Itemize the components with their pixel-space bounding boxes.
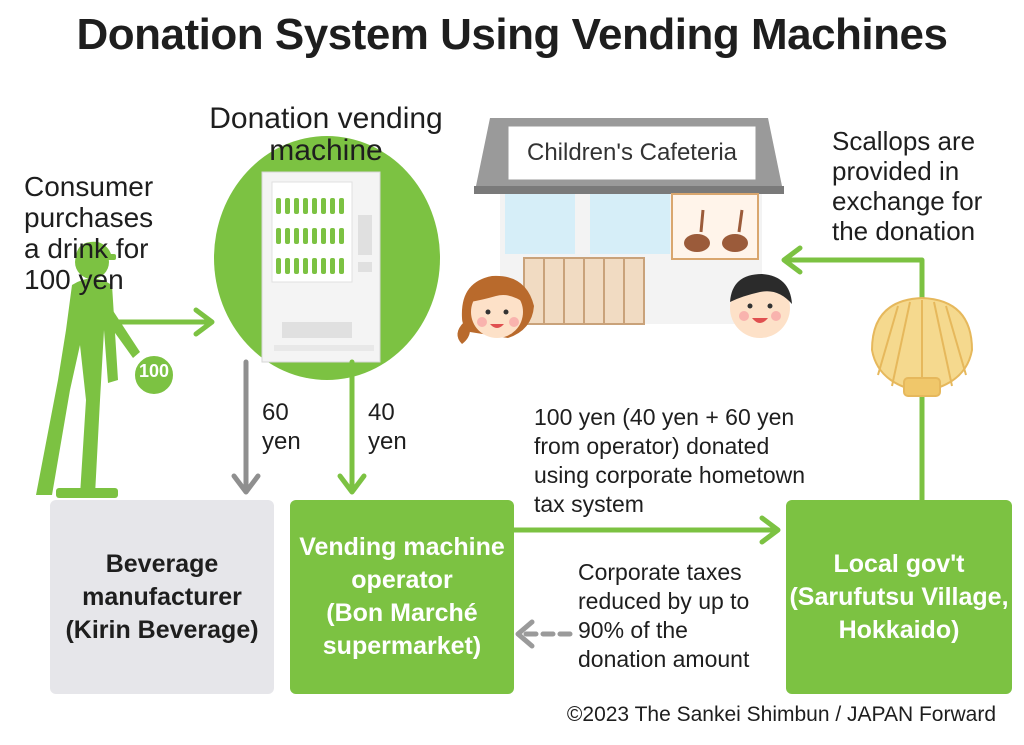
purchase-arrow xyxy=(109,307,215,337)
tax-reduction-arrow xyxy=(515,619,573,649)
forty-yen-label: 40 yen xyxy=(368,399,407,455)
coin-icon xyxy=(133,354,175,396)
coin-value: 100 xyxy=(138,361,170,381)
scallop-icon xyxy=(870,296,974,397)
forty-yen-arrow xyxy=(337,359,367,495)
vending-operator-box: Vending machine operator (Bon Marché sup… xyxy=(290,500,514,694)
local-government-box: Local gov't (Sarufutsu Village, Hokkaido… xyxy=(786,500,1012,694)
beverage-manufacturer-box: Beverage manufacturer (Kirin Beverage) xyxy=(50,500,274,694)
page-title: Donation System Using Vending Machines xyxy=(76,10,948,59)
beverage-manufacturer-label: Beverage manufacturer (Kirin Beverage) xyxy=(65,549,259,644)
sixty-yen-label: 60 yen xyxy=(262,399,301,455)
girl-face-icon xyxy=(457,275,534,344)
cafeteria-sign: Children's Cafeteria xyxy=(526,139,737,166)
donation-arrow xyxy=(511,515,781,545)
consumer-label: Consumer purchases a drink for 100 yen xyxy=(24,171,154,295)
copyright-credit: ©2023 The Sankei Shimbun / JAPAN Forward xyxy=(566,703,996,726)
local-government-label: Local gov't (Sarufutsu Village, Hokkaido… xyxy=(789,549,1009,644)
scallops-arrow xyxy=(781,245,925,503)
boy-face-icon xyxy=(730,274,792,338)
vending-operator-label: Vending machine operator (Bon Marché sup… xyxy=(299,533,505,660)
cafeteria-icon xyxy=(474,118,784,325)
consumer-icon xyxy=(36,241,140,498)
scallops-label: Scallops are provided in exchange for th… xyxy=(832,126,983,246)
tax-reduction-label: Corporate taxes reduced by up to 90% of … xyxy=(578,559,750,672)
vending-machine-icon xyxy=(261,171,381,363)
donation-flow-label: 100 yen (40 yen + 60 yen from operator) … xyxy=(534,404,806,517)
vending-machine-label: Donation vending machine xyxy=(209,102,443,167)
sixty-yen-arrow xyxy=(231,359,261,495)
